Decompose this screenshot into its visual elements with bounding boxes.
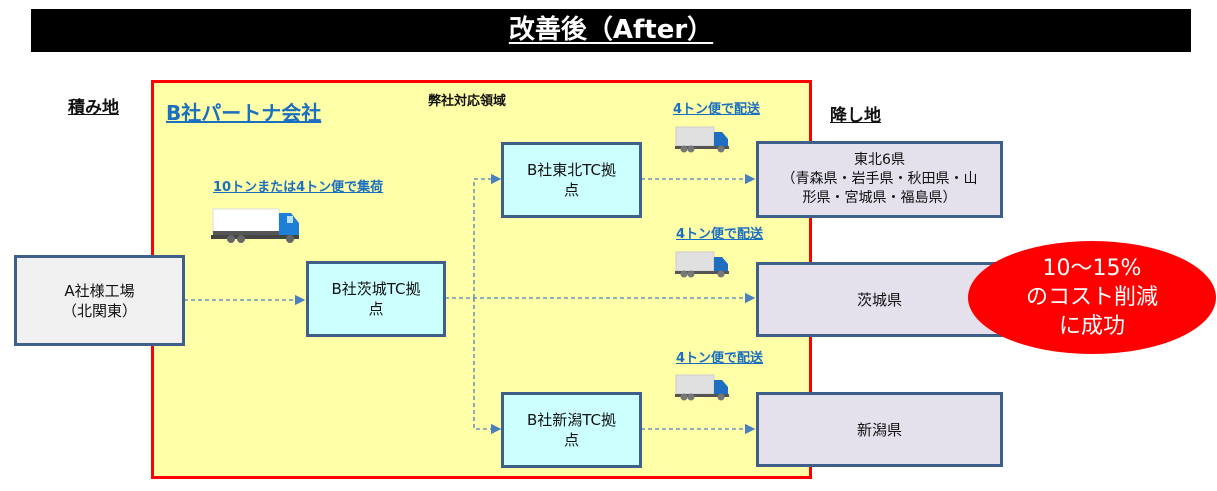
node-factory-name: A社様工場 bbox=[64, 281, 135, 300]
node-ibaraki-tc-line1: B社茨城TC拠 bbox=[331, 280, 421, 298]
node-tohoku-tc: B社東北TC拠 点 bbox=[501, 142, 642, 218]
node-tohoku-tc-line2: 点 bbox=[563, 181, 579, 199]
node-ibaraki-tc: B社茨城TC拠 点 bbox=[306, 261, 446, 337]
node-dest-tohoku: 東北6県 （青森県・岩手県・秋田県・山 形県・宮城県・福島県） bbox=[756, 141, 1003, 218]
node-dest-tohoku-line3: 形県・宮城県・福島県） bbox=[802, 190, 957, 206]
delivery-tohoku-label: 4トン便で配送 bbox=[673, 102, 761, 117]
delivery-niigata-label: 4トン便で配送 bbox=[676, 351, 764, 366]
our-scope-label: 弊社対応領域 bbox=[428, 94, 507, 109]
arrow-to-niigata-tc bbox=[473, 298, 502, 435]
small-truck-icon bbox=[675, 374, 729, 401]
large-truck-icon bbox=[211, 208, 299, 243]
node-dest-niigata-name: 新潟県 bbox=[856, 420, 902, 439]
small-truck-icon bbox=[675, 251, 729, 278]
pickup-route-label: 10トンまたは4トン便で集荷 bbox=[213, 180, 384, 195]
node-dest-tohoku-line2: （青森県・岩手県・秋田県・山 bbox=[781, 171, 978, 187]
node-niigata-tc: B社新潟TC拠 点 bbox=[501, 392, 642, 468]
destination-label: 降し地 bbox=[830, 106, 881, 126]
node-factory: A社様工場 （北関東） bbox=[14, 255, 185, 346]
savings-result: に成功 bbox=[1058, 314, 1125, 339]
node-dest-tohoku-line1: 東北6県 bbox=[854, 152, 905, 168]
node-niigata-tc-line2: 点 bbox=[563, 431, 579, 449]
node-tohoku-tc-line1: B社東北TC拠 bbox=[526, 161, 617, 179]
node-niigata-tc-line1: B社新潟TC拠 bbox=[526, 411, 617, 429]
node-dest-ibaraki: 茨城県 bbox=[756, 262, 1003, 337]
arrow-to-tohoku-tc bbox=[473, 173, 502, 298]
partner-company-title: B社パートナ会社 bbox=[166, 101, 322, 125]
savings-text: のコスト削減 bbox=[1025, 285, 1158, 310]
node-dest-ibaraki-name: 茨城県 bbox=[856, 290, 902, 309]
delivery-ibaraki-label: 4トン便で配送 bbox=[676, 227, 764, 242]
page-title: 改善後（After） bbox=[508, 15, 714, 45]
node-dest-niigata: 新潟県 bbox=[756, 392, 1003, 467]
title-bar: 改善後（After） bbox=[31, 9, 1191, 52]
cost-savings-badge: 10～15% のコスト削減 に成功 bbox=[968, 241, 1216, 354]
savings-percent: 10～15% bbox=[1042, 256, 1142, 281]
node-ibaraki-tc-line2: 点 bbox=[368, 300, 384, 318]
origin-label: 積み地 bbox=[68, 98, 119, 118]
small-truck-icon bbox=[675, 126, 729, 153]
node-factory-region: （北関東） bbox=[61, 301, 137, 320]
